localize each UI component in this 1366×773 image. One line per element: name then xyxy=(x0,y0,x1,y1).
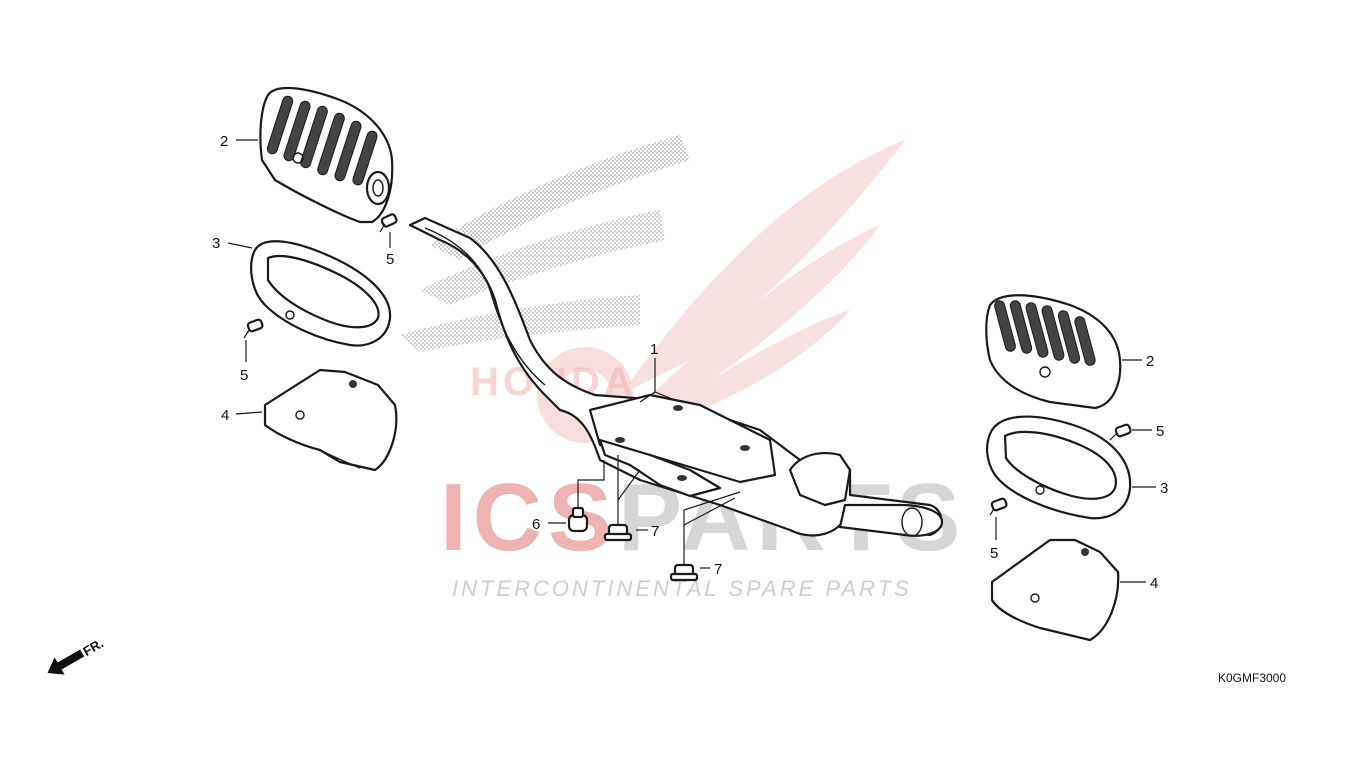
bolt-5-right-low xyxy=(989,497,1008,516)
drawing-code: K0GMF3000 xyxy=(1218,671,1286,685)
callout-5-right-low: 5 xyxy=(990,545,998,562)
front-direction-indicator: FR. xyxy=(47,635,106,675)
callout-7-b: 7 xyxy=(714,561,722,578)
callout-3-right: 3 xyxy=(1160,480,1168,497)
callout-6: 6 xyxy=(532,516,540,533)
callout-1: 1 xyxy=(650,341,658,358)
step-bar-part xyxy=(408,216,944,537)
bolt-5-left-top xyxy=(379,213,398,233)
callout-2-right: 2 xyxy=(1146,353,1154,370)
callout-5-left-top: 5 xyxy=(386,251,394,268)
bolt-5-right-top xyxy=(1109,423,1132,441)
left-step-cover-part xyxy=(263,368,398,472)
callout-4-left: 4 xyxy=(221,407,229,424)
right-rubber-holder-part xyxy=(986,415,1132,520)
callout-3-left: 3 xyxy=(212,235,220,252)
callout-2-left: 2 xyxy=(220,133,228,150)
callout-4-right: 4 xyxy=(1150,575,1158,592)
callout-5-right-top: 5 xyxy=(1156,423,1164,440)
front-label: FR. xyxy=(80,635,106,658)
callout-5-left-mid: 5 xyxy=(240,367,248,384)
right-step-rubber-part xyxy=(985,294,1122,410)
bolt-5-left-mid xyxy=(243,318,264,339)
left-step-rubber-part xyxy=(259,86,394,224)
left-rubber-holder-part xyxy=(250,240,392,347)
leader-lines xyxy=(227,139,1156,583)
callout-7-a: 7 xyxy=(651,523,659,540)
bolt-7-a xyxy=(603,500,633,542)
front-arrow-icon xyxy=(47,649,85,675)
nut-6 xyxy=(567,506,589,533)
bolt-7-b xyxy=(669,545,699,582)
right-step-cover-part xyxy=(990,538,1120,642)
